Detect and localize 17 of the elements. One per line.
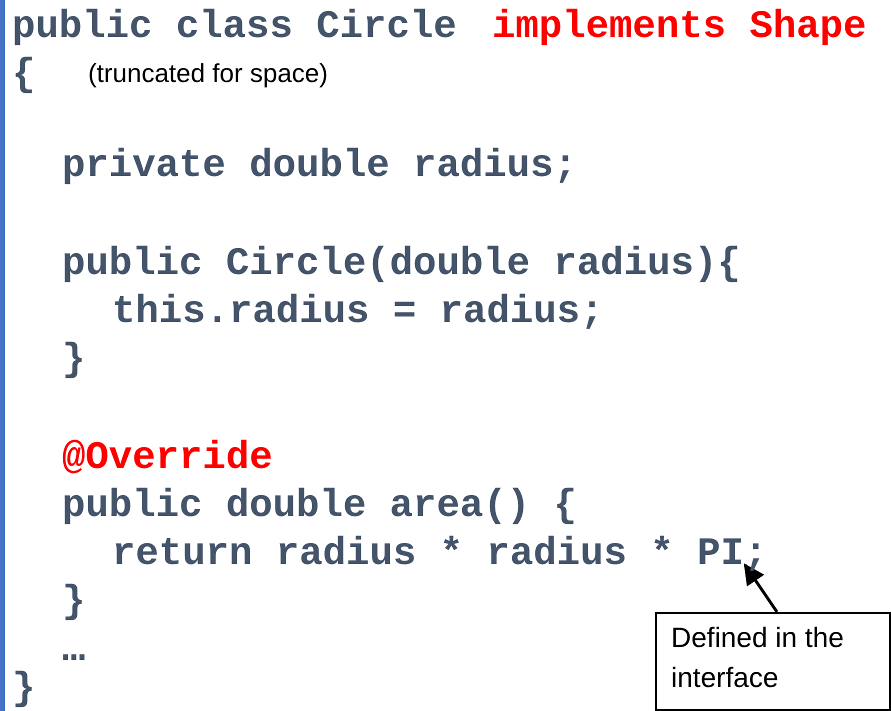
leader-line [744,563,778,613]
note-text: (truncated for space) [88,58,328,88]
code-keyword: implements Shape [492,6,866,48]
ellipsis: … [62,629,86,671]
code-line: public double area() { [62,485,577,527]
annotation-text: @Override [62,437,273,479]
brace: } [62,581,86,623]
code-line: public Circle(double radius){ [62,243,741,285]
code-line: public class Circle [12,6,457,48]
callout-box [655,612,891,711]
brace: { [12,54,36,96]
callout-text: Defined in the interface [671,622,844,693]
code-line: this.radius = radius; [112,291,604,333]
brace: } [62,339,86,381]
code-line: private double radius; [62,145,577,187]
code-line: return radius * radius * PI; [112,533,768,575]
brace: } [12,668,36,710]
